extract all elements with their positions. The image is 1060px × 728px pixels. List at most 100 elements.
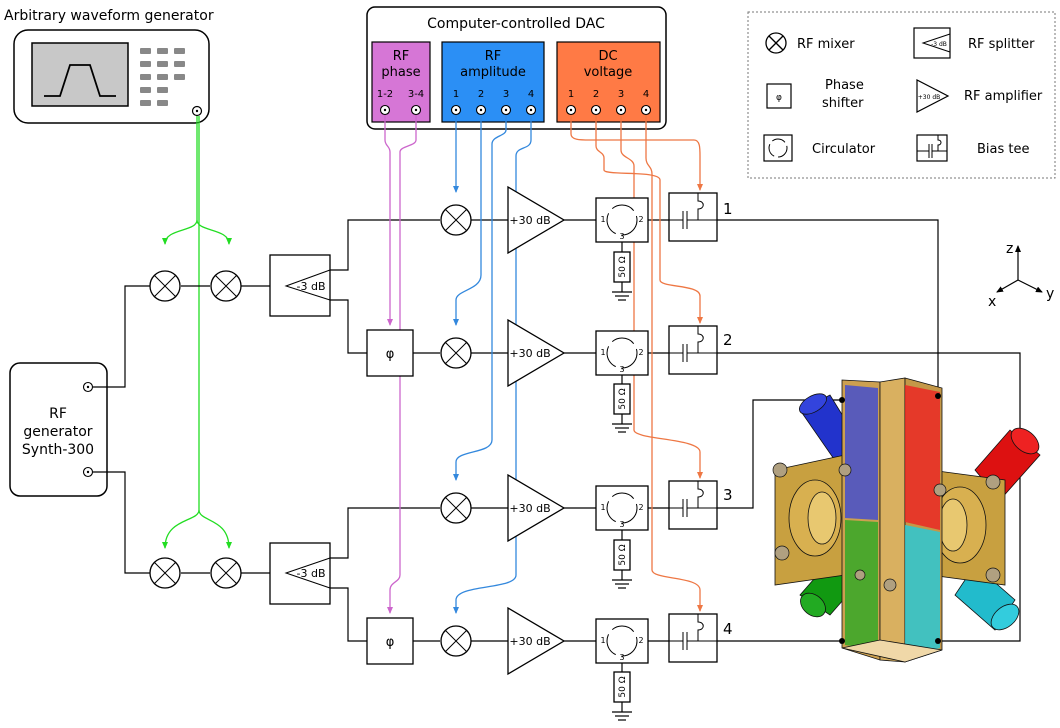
svg-text:2: 2 xyxy=(638,348,643,357)
ground-icon xyxy=(612,579,632,589)
splitter-lower-label: -3 dB xyxy=(297,567,326,580)
bias-tee-1 xyxy=(668,192,718,242)
circulator-4: 1 2 3 xyxy=(595,618,649,664)
splitter-upper: -3 dB xyxy=(269,254,331,317)
dac-phase-line1: RF xyxy=(393,49,410,64)
ground-icon xyxy=(612,291,632,301)
phase-shifter-lower-symbol: φ xyxy=(386,635,395,650)
mixers xyxy=(149,204,472,657)
amplifier-4-label: +30 dB xyxy=(509,635,550,648)
mixer-icon xyxy=(210,270,242,302)
legend-circulator-label: Circulator xyxy=(812,142,876,157)
load-3: 50 Ω xyxy=(612,539,632,589)
splitter-lower: -3 dB xyxy=(269,542,331,605)
amplifier-1: +30 dB xyxy=(507,185,566,255)
axes-icon: z y x xyxy=(988,241,1054,310)
load-4: 50 Ω xyxy=(612,671,632,721)
dac-amplitude-port-3: 3 xyxy=(503,89,509,100)
vacuum-chamber-icon xyxy=(772,377,1041,663)
legend-amplifier-label: RF amplifier xyxy=(964,89,1043,104)
dac: Computer-controlled DAC RF phase 1-2 3-4… xyxy=(366,6,667,130)
mixer-icon xyxy=(440,625,472,657)
legend-mixer-label: RF mixer xyxy=(797,37,855,52)
legend-splitter-label: RF splitter xyxy=(968,37,1035,52)
legend-phase-line1: Phase xyxy=(825,78,864,93)
svg-text:1: 1 xyxy=(600,503,605,512)
amplifier-3-label: +30 dB xyxy=(509,502,550,515)
bias-tee-2 xyxy=(668,325,718,375)
load-2: 50 Ω xyxy=(612,383,632,433)
axis-z-label: z xyxy=(1006,241,1013,257)
dac-amplitude-port-1: 1 xyxy=(453,89,459,100)
dac-dc-port-2: 2 xyxy=(593,89,599,100)
mixer-icon xyxy=(149,270,181,302)
rf-generator-line1: RF xyxy=(49,406,67,422)
dac-dc-line2: voltage xyxy=(584,65,633,80)
svg-text:3: 3 xyxy=(619,232,624,241)
amplifier-2-label: +30 dB xyxy=(509,347,550,360)
svg-text:2: 2 xyxy=(638,503,643,512)
amplitude-control-lines xyxy=(453,115,532,614)
bias-tee-4 xyxy=(668,613,718,663)
ground-icon xyxy=(612,423,632,433)
mixer-icon xyxy=(149,557,181,589)
phase-shifter-upper: φ xyxy=(366,329,414,377)
legend: RF mixer -3 dB RF splitter φ Phase shift… xyxy=(747,11,1056,179)
legend-circulator-icon xyxy=(763,134,793,162)
bias-tee-3 xyxy=(668,480,718,530)
dac-phase-line2: phase xyxy=(381,65,420,80)
mixer-icon xyxy=(440,204,472,236)
dac-dc-port-4: 4 xyxy=(643,89,649,100)
channel-label-2: 2 xyxy=(723,331,733,349)
rf-generator: RF generator Synth-300 xyxy=(9,362,108,497)
svg-text:φ: φ xyxy=(776,93,782,103)
legend-splitter-value: -3 dB xyxy=(931,41,947,48)
svg-text:3: 3 xyxy=(619,365,624,374)
dc-control-lines xyxy=(570,115,703,612)
phase-shifter-upper-symbol: φ xyxy=(386,347,395,362)
dac-dc-port-1: 1 xyxy=(568,89,574,100)
rf-generator-line2: generator xyxy=(23,424,92,440)
mixer-icon xyxy=(440,492,472,524)
mixer-icon xyxy=(440,337,472,369)
dac-amplitude-line1: RF xyxy=(485,49,502,64)
legend-bias-tee-label: Bias tee xyxy=(977,142,1030,157)
axis-y-label: y xyxy=(1046,286,1054,302)
svg-text:3: 3 xyxy=(619,520,624,529)
svg-text:2: 2 xyxy=(638,215,643,224)
legend-phase-line2: shifter xyxy=(822,96,864,111)
awg-title: Arbitrary waveform generator xyxy=(4,8,214,24)
axis-x-label: x xyxy=(988,294,996,310)
amplifier-3: +30 dB xyxy=(507,473,566,543)
awg-pulse xyxy=(44,64,116,97)
legend-splitter-icon: -3 dB xyxy=(913,27,951,59)
svg-text:3: 3 xyxy=(619,653,624,662)
load-3-label: 50 Ω xyxy=(618,544,628,565)
phase-shifter-lower: φ xyxy=(366,617,414,665)
svg-text:1: 1 xyxy=(600,215,605,224)
load-1: 50 Ω xyxy=(612,251,632,301)
amplifier-4: +30 dB xyxy=(507,606,566,676)
svg-text:2: 2 xyxy=(638,636,643,645)
circulator-2: 1 2 3 xyxy=(595,330,649,376)
awg-keypad xyxy=(140,48,185,106)
dac-phase-port-2: 3-4 xyxy=(408,89,424,100)
awg: Arbitrary waveform generator xyxy=(4,8,214,124)
legend-bias-tee-icon xyxy=(916,134,948,162)
legend-amplifier-value: +30 dB xyxy=(918,94,941,101)
legend-mixer-icon xyxy=(765,32,787,54)
rf-wiring xyxy=(93,219,1021,712)
svg-text:1: 1 xyxy=(600,636,605,645)
dac-amplitude-port-4: 4 xyxy=(528,89,534,100)
splitter-upper-label: -3 dB xyxy=(297,280,326,293)
rf-generator-line3: Synth-300 xyxy=(22,442,94,458)
channel-label-4: 4 xyxy=(723,620,733,638)
dac-dc-line1: DC xyxy=(598,49,617,64)
legend-phase-shifter-icon: φ xyxy=(766,83,792,109)
legend-box xyxy=(747,11,1056,179)
rf-generator-body xyxy=(9,362,108,497)
dac-dc-port-3: 3 xyxy=(618,89,624,100)
channel-label-3: 3 xyxy=(723,486,733,504)
dac-amplitude-port-2: 2 xyxy=(478,89,484,100)
load-4-label: 50 Ω xyxy=(618,676,628,697)
